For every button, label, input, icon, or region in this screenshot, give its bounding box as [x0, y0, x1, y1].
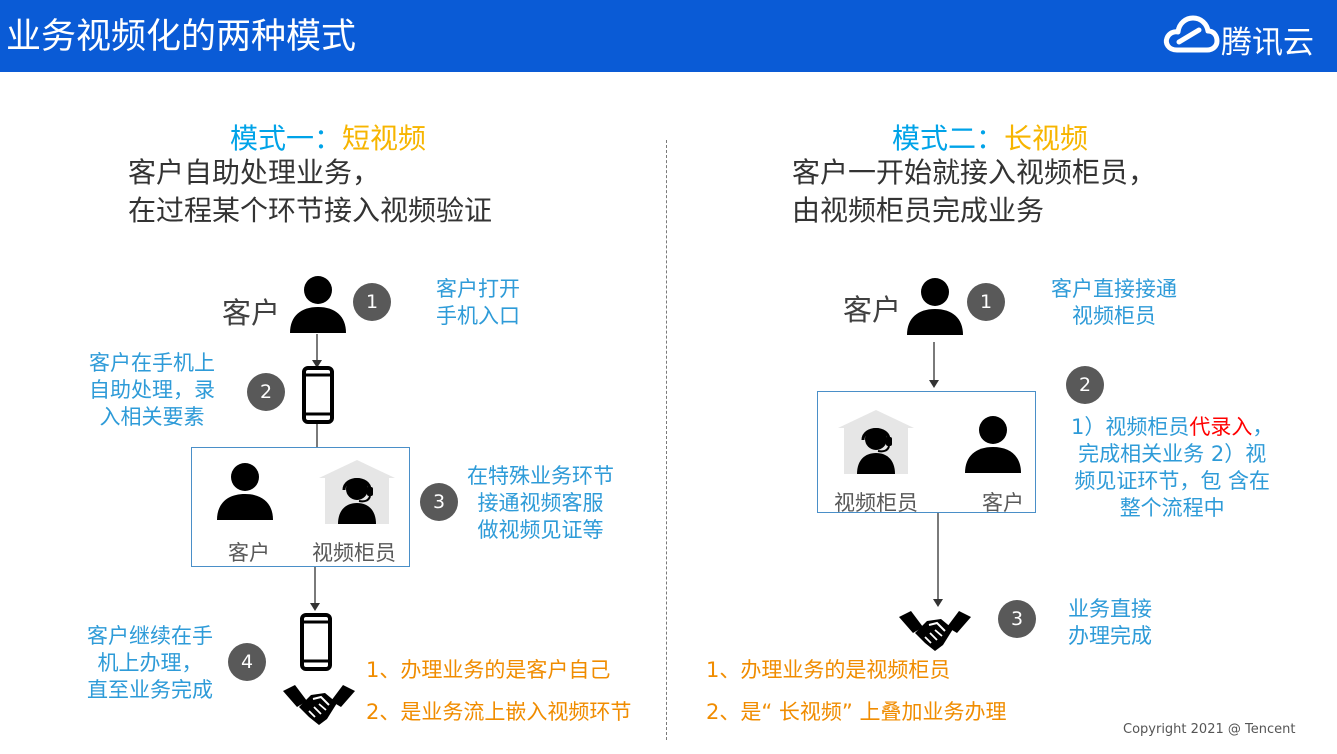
right-handshake-icon: [899, 611, 971, 651]
right-box-customer-person-icon: [965, 416, 1021, 473]
left-desc-line2: 在过程某个环节接入视频验证: [128, 194, 493, 227]
right-step-2-note-text: 1）视频柜员: [1071, 415, 1190, 439]
left-summary-2: 2、是业务流上嵌入视频环节: [366, 700, 632, 724]
left-step-4-note-line: 直至业务完成: [87, 678, 213, 702]
logo-text: 腾讯云: [1221, 25, 1314, 61]
left-step-3-note-line: 做视频见证等: [477, 518, 604, 542]
header-bar: 业务视频化的两种模式 腾讯云: [0, 0, 1337, 72]
left-step-2-note: 客户在手机上 自助处理，录 入相关要素: [89, 350, 215, 431]
right-step-1-note-line: 客户直接接通: [1051, 277, 1177, 301]
page-title: 业务视频化的两种模式: [6, 17, 357, 57]
left-step-4-note: 客户继续在手 机上办理， 直至业务完成: [87, 623, 213, 704]
left-step-1-note: 客户打开 手机入口: [436, 276, 520, 330]
left-step-4-note-line: 客户继续在手: [87, 624, 213, 648]
right-mode-prefix: 模式二：: [892, 122, 1005, 155]
copyright-text: Copyright 2021 @ Tencent: [1123, 722, 1296, 737]
right-step-3-note-line: 办理完成: [1068, 624, 1152, 648]
right-step-2-note-line: 完成相关业务 2）视: [1078, 442, 1267, 466]
left-step-3-note-line: 在特殊业务环节: [467, 464, 614, 488]
right-customer-label: 客户: [843, 293, 902, 327]
left-step-1-note-line: 客户打开: [436, 277, 520, 301]
left-step-3-note-line: 接通视频客服: [477, 491, 604, 515]
left-arrow-3: [310, 567, 320, 611]
left-mode-prefix: 模式一：: [230, 122, 343, 155]
right-step-2-note-comma: ，: [1252, 415, 1274, 439]
left-step-2-badge: 2: [247, 373, 285, 411]
right-summary-2: 2、是“ 长视频” 上叠加业务办理: [706, 700, 1007, 724]
right-step-1-note: 客户直接接通 视频柜员: [1051, 276, 1177, 330]
left-box-teller-label: 视频柜员: [312, 541, 396, 565]
left-box-customer-person-icon: [217, 463, 273, 520]
cloud-logo-icon: [1163, 15, 1220, 53]
left-mode-name: 短视频: [342, 122, 427, 155]
right-summary-1: 1、办理业务的是视频柜员: [706, 658, 951, 682]
right-desc-line1: 客户一开始就接入视频柜员，: [792, 156, 1157, 189]
right-box-teller-headset-icon: [838, 410, 914, 474]
right-mode-description: 客户一开始就接入视频柜员， 由视频柜员完成业务: [792, 154, 1156, 230]
left-desc-line1: 客户自助处理业务，: [128, 156, 381, 189]
right-mode-name: 长视频: [1004, 122, 1089, 155]
left-step-2-note-line: 自助处理，录: [89, 378, 215, 402]
left-phone-icon: [302, 366, 334, 424]
left-step-4-note-line: 机上办理，: [97, 651, 203, 675]
left-step-4-badge: 4: [228, 643, 266, 681]
right-mode-title: 模式二：长视频: [892, 117, 1088, 157]
left-arrow-1: [312, 334, 322, 368]
right-customer-person-icon: [907, 278, 963, 335]
right-step-2-badge: 2: [1066, 366, 1104, 404]
right-step-3-badge: 3: [998, 600, 1036, 638]
left-customer-label: 客户: [222, 296, 281, 330]
left-step-3-badge: 3: [420, 483, 458, 521]
left-box-teller-headset-icon: [319, 460, 395, 524]
left-customer-person-icon: [290, 276, 346, 333]
right-step-3-note: 业务直接 办理完成: [1068, 596, 1152, 650]
right-step-3-note-line: 业务直接: [1068, 597, 1152, 621]
left-step-1-badge: 1: [353, 283, 391, 321]
left-mode-description: 客户自助处理业务， 在过程某个环节接入视频验证: [128, 154, 492, 230]
left-summary-1: 1、办理业务的是客户自己: [366, 658, 611, 682]
left-step-2-note-line: 入相关要素: [99, 405, 205, 429]
center-divider: [666, 140, 667, 740]
left-mode-title: 模式一：短视频: [230, 117, 426, 157]
tencent-cloud-logo: 腾讯云: [1163, 12, 1323, 62]
right-desc-line2: 由视频柜员完成业务: [792, 194, 1045, 227]
right-step-2-note: 1）视频柜员代录入， 完成相关业务 2）视 频见证环节，包 含在 整个流程中: [1071, 414, 1273, 522]
right-step-2-note-line: 整个流程中: [1119, 496, 1225, 520]
right-step-1-note-line: 视频柜员: [1072, 304, 1156, 328]
right-arrow-1: [929, 342, 939, 388]
left-box-customer-label: 客户: [228, 541, 270, 565]
left-video-session-box: 客户 视频柜员: [191, 447, 410, 567]
left-phone-icon-2: [300, 613, 332, 671]
left-step-1-note-line: 手机入口: [436, 304, 520, 328]
right-step-2-note-highlight: 代录入: [1189, 415, 1253, 439]
right-video-session-box: 视频柜员 客户: [817, 391, 1036, 515]
right-step-1-badge: 1: [967, 283, 1005, 321]
right-arrow-2: [933, 513, 943, 607]
left-handshake-icon: [283, 685, 355, 725]
left-step-3-note: 在特殊业务环节 接通视频客服 做视频见证等: [467, 463, 614, 544]
right-step-2-note-first-line: 1）视频柜员代录入，: [1071, 414, 1273, 441]
right-box-teller-label: 视频柜员: [834, 491, 918, 515]
left-step-2-note-line: 客户在手机上: [89, 351, 215, 375]
right-step-2-note-line: 频见证环节，包 含在: [1074, 469, 1271, 493]
right-box-customer-label: 客户: [982, 491, 1024, 515]
